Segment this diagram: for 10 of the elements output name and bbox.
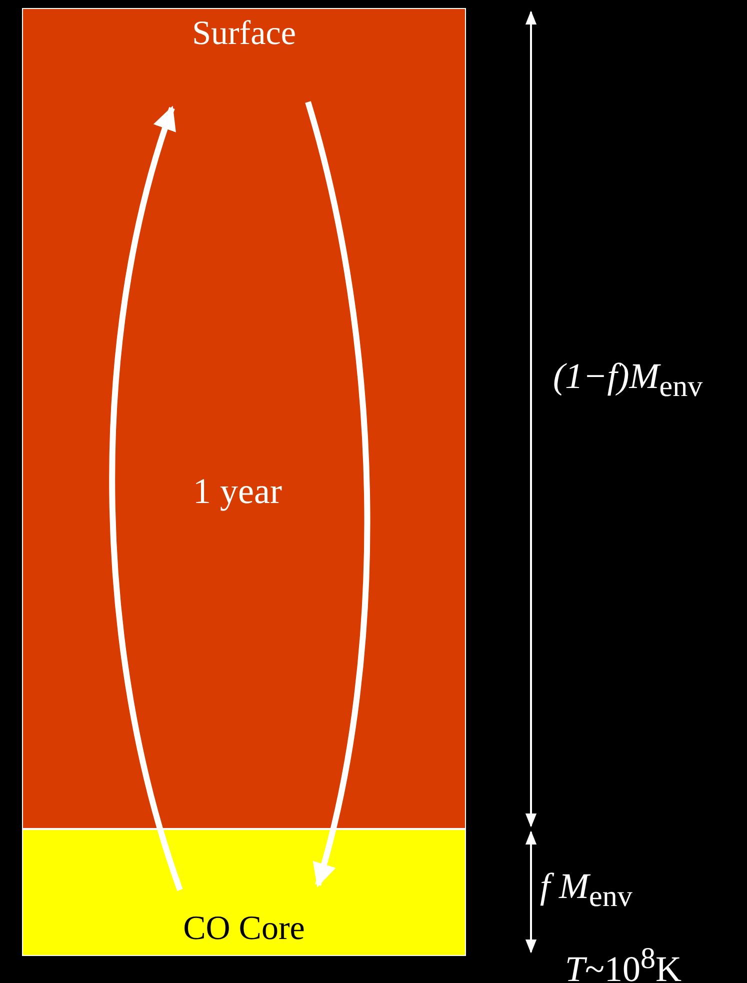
duration-label: 1 year (193, 470, 282, 512)
surface-label: Surface (191, 15, 297, 53)
core-layer (22, 829, 466, 956)
core-mass-label: f M$_{env}$ (540, 865, 632, 914)
envelope-layer (22, 8, 466, 829)
arrow (109, 106, 183, 891)
temperature-label: T~10$^{8}$K (565, 942, 682, 983)
core-label: CO Core (182, 910, 306, 948)
envelope-mass-label: (1−f)M$_{env}$ (553, 355, 703, 404)
arrow (305, 101, 370, 888)
